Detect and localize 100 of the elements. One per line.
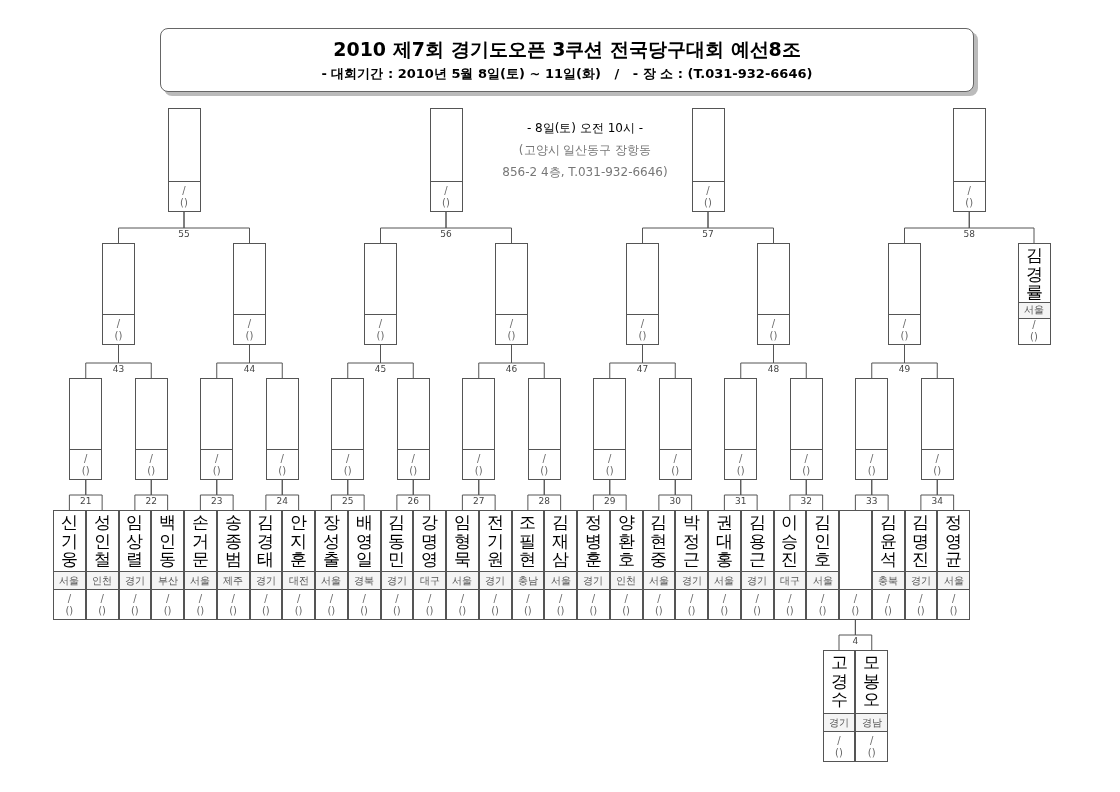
score-slash: /: [673, 452, 677, 465]
bracket-line: [347, 479, 365, 511]
bracket-line: [740, 479, 758, 511]
bracket-slot: [462, 378, 496, 480]
bracket-slot: [527, 378, 561, 480]
match-number: 58: [962, 230, 976, 239]
title-text: 2010 제7회 경기도오픈 3쿠션 전국당구대회 예선8조: [333, 38, 801, 62]
score-parentheses: (): [556, 604, 565, 617]
match-number: 30: [668, 497, 682, 506]
region-label: 서울: [714, 575, 735, 586]
score-parentheses: (): [867, 464, 876, 477]
bracket-slot: [413, 510, 446, 620]
region-label: 경기: [910, 575, 931, 586]
match-number: 49: [897, 365, 912, 374]
score-slash: /: [526, 592, 530, 605]
score-parentheses: (): [523, 604, 532, 617]
player-name: 강명영: [421, 513, 439, 570]
bracket-slot: [626, 243, 659, 345]
player-name: 조필현: [519, 513, 537, 570]
score-parentheses: (): [753, 604, 762, 617]
bracket-slot: [642, 510, 676, 620]
match-number: 33: [865, 497, 879, 506]
score-slash: /: [706, 184, 710, 197]
bracket-slot: [364, 243, 397, 345]
score-parentheses: (): [622, 604, 631, 617]
player-name: 고경수: [830, 653, 848, 710]
score-slash: /: [182, 184, 186, 197]
match-number: 28: [537, 497, 551, 506]
score-parentheses: (): [1030, 331, 1038, 344]
score-parentheses: (): [212, 464, 221, 477]
score-parentheses: (): [360, 604, 369, 617]
score-slash: /: [837, 734, 841, 747]
score-parentheses: (): [180, 196, 188, 209]
score-slash: /: [771, 317, 776, 330]
score-slash: /: [133, 592, 137, 605]
score-slash: /: [100, 592, 104, 605]
bracket-slot: [347, 510, 381, 620]
region-label: 경기: [255, 575, 276, 586]
score-parentheses: (): [965, 196, 974, 209]
score-parentheses: (): [785, 604, 794, 617]
score-parentheses: (): [704, 196, 712, 209]
score-parentheses: (): [458, 604, 467, 617]
bracket-line: [85, 479, 103, 511]
bracket-slot: [233, 243, 266, 345]
score-parentheses: (): [769, 329, 778, 342]
score-slash: /: [149, 452, 153, 465]
score-parentheses: (): [589, 604, 598, 617]
score-slash: /: [280, 452, 284, 465]
bracket-slot: [1017, 243, 1051, 345]
bracket-line: [412, 479, 431, 511]
player-name: 이승진: [781, 513, 799, 570]
score-parentheses: (): [900, 329, 909, 342]
bracket-slot: [593, 378, 627, 480]
bracket-line: [543, 479, 562, 511]
score-parentheses: (): [884, 604, 893, 617]
bracket-slot: [904, 510, 938, 620]
bracket-slot: [691, 108, 725, 212]
score-slash: /: [967, 184, 971, 197]
score-slash: /: [346, 452, 350, 465]
region-label: 서울: [812, 575, 833, 586]
player-name: 성인철: [93, 513, 111, 570]
bracket-slot: [249, 510, 283, 620]
score-parentheses: (): [442, 196, 450, 209]
score-parentheses: (): [245, 329, 254, 342]
player-name: 장성출: [322, 513, 340, 570]
score-parentheses: (): [114, 329, 123, 342]
score-parentheses: (): [507, 329, 516, 342]
bracket-slot: [839, 510, 872, 620]
bracket-slot: [85, 510, 119, 620]
region-label: 제주: [223, 575, 244, 586]
bracket-slot: [789, 378, 823, 480]
match-number: 34: [930, 497, 944, 506]
score-slash: /: [870, 734, 874, 747]
score-slash: /: [378, 317, 383, 330]
subtitle-text: - 대회기간 : 2010년 5월 8일(토) ~ 11일(화) / - 장 소 : (T.031-932-6646): [321, 65, 813, 82]
score-parentheses: (): [278, 464, 287, 477]
bracket-line: [707, 211, 774, 244]
region-label: 경기: [124, 575, 145, 586]
player-name: 김경태: [257, 513, 275, 570]
score-slash: /: [231, 592, 235, 605]
bracket-slot: [134, 378, 168, 480]
player-name: 양환호: [617, 513, 635, 570]
bracket-slot: [495, 243, 528, 345]
bracket-slot: [102, 243, 135, 345]
score-slash: /: [296, 592, 301, 605]
score-slash: /: [264, 592, 268, 605]
match-number: 22: [144, 497, 158, 506]
match-number: 24: [275, 497, 289, 506]
bracket-slot: [658, 378, 692, 480]
score-parentheses: (): [818, 604, 827, 617]
score-slash: /: [689, 592, 694, 605]
score-slash: /: [84, 452, 88, 465]
score-slash: /: [198, 592, 203, 605]
bracket-slot: [855, 378, 889, 480]
score-slash: /: [427, 592, 432, 605]
score-parentheses: (): [392, 604, 401, 617]
bracket-line: [609, 479, 627, 511]
score-slash: /: [853, 592, 858, 605]
score-slash: /: [116, 317, 121, 330]
player-name: 박정근: [683, 513, 701, 570]
